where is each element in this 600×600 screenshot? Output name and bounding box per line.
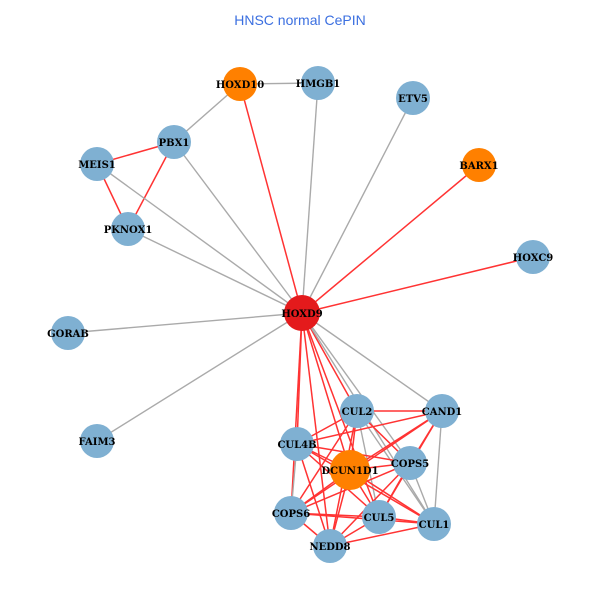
node-pknox1[interactable]: PKNOX1 bbox=[104, 212, 153, 246]
node-circle bbox=[51, 316, 85, 350]
node-circle bbox=[80, 424, 114, 458]
edge-hoxd9-etv5 bbox=[301, 97, 414, 314]
node-hoxd10[interactable]: HOXD10 bbox=[216, 67, 264, 101]
node-circle bbox=[301, 66, 335, 100]
node-circle bbox=[516, 240, 550, 274]
node-label: DCUN1D1 bbox=[321, 466, 378, 477]
node-label: CUL2 bbox=[342, 407, 373, 418]
edge-cul2-cops6 bbox=[290, 410, 358, 514]
node-meis1[interactable]: MEIS1 bbox=[78, 147, 116, 181]
node-circle bbox=[417, 507, 451, 541]
node-label: PBX1 bbox=[159, 138, 190, 149]
edge-hoxd9-meis1 bbox=[96, 163, 303, 314]
edge-hoxd9-hoxc9 bbox=[301, 256, 534, 314]
node-label: COPS5 bbox=[391, 459, 429, 470]
node-label: HOXD9 bbox=[281, 309, 322, 320]
edge-cul1-nedd8 bbox=[329, 523, 435, 547]
node-label: GORAB bbox=[47, 329, 89, 340]
node-cand1[interactable]: CAND1 bbox=[422, 394, 463, 428]
node-cops5[interactable]: COPS5 bbox=[391, 446, 429, 480]
node-circle bbox=[80, 147, 114, 181]
node-faim3[interactable]: FAIM3 bbox=[79, 424, 116, 458]
node-circle bbox=[157, 125, 191, 159]
edge-cand1-cul4b bbox=[296, 410, 443, 445]
node-label: BARX1 bbox=[459, 161, 498, 172]
node-circle bbox=[340, 394, 374, 428]
node-label: MEIS1 bbox=[78, 160, 116, 171]
node-cops6[interactable]: COPS6 bbox=[272, 496, 310, 530]
edge-hoxd9-cul2 bbox=[301, 312, 358, 412]
node-circle bbox=[362, 500, 396, 534]
node-circle bbox=[396, 81, 430, 115]
edge-hoxd9-dcun1d1 bbox=[301, 312, 351, 471]
chart-title: HNSC normal CePIN bbox=[234, 12, 366, 28]
node-cul2[interactable]: CUL2 bbox=[340, 394, 374, 428]
node-label: CUL1 bbox=[419, 520, 450, 531]
edge-hoxd9-cops6 bbox=[290, 312, 303, 514]
edge-hoxd9-pbx1 bbox=[173, 141, 303, 314]
edge-hoxd9-faim3 bbox=[96, 312, 303, 442]
node-circle bbox=[313, 529, 347, 563]
edge-hoxd9-cops5 bbox=[301, 312, 411, 464]
edge-hoxd9-hmgb1 bbox=[301, 82, 319, 314]
node-circle bbox=[280, 427, 314, 461]
node-label: HOXC9 bbox=[513, 253, 554, 264]
node-label: CAND1 bbox=[422, 407, 463, 418]
node-cul4b[interactable]: CUL4B bbox=[277, 427, 317, 461]
node-hoxd9[interactable]: HOXD9 bbox=[281, 295, 323, 331]
node-pbx1[interactable]: PBX1 bbox=[157, 125, 191, 159]
edge-hoxd9-nedd8 bbox=[301, 312, 331, 547]
node-label: HOXD10 bbox=[216, 80, 264, 91]
node-cul1[interactable]: CUL1 bbox=[417, 507, 451, 541]
node-label: CUL4B bbox=[277, 440, 316, 451]
node-label: ETV5 bbox=[398, 94, 428, 105]
node-circle bbox=[223, 67, 257, 101]
node-label: HMGB1 bbox=[296, 79, 340, 90]
node-cul5[interactable]: CUL5 bbox=[362, 500, 396, 534]
edge-hoxd9-gorab bbox=[67, 312, 303, 334]
node-gorab[interactable]: GORAB bbox=[47, 316, 89, 350]
node-label: COPS6 bbox=[272, 509, 310, 520]
node-circle bbox=[330, 450, 370, 490]
edge-hoxd9-cand1 bbox=[301, 312, 443, 412]
node-hmgb1[interactable]: HMGB1 bbox=[296, 66, 340, 100]
node-hoxc9[interactable]: HOXC9 bbox=[513, 240, 554, 274]
node-nedd8[interactable]: NEDD8 bbox=[309, 529, 351, 563]
node-label: FAIM3 bbox=[79, 437, 116, 448]
edge-hoxd9-barx1 bbox=[301, 164, 480, 314]
node-circle bbox=[393, 446, 427, 480]
edge-cul4b-nedd8 bbox=[296, 443, 331, 547]
node-label: CUL5 bbox=[364, 513, 395, 524]
node-circle bbox=[274, 496, 308, 530]
node-barx1[interactable]: BARX1 bbox=[459, 148, 499, 182]
edge-hoxd9-pknox1 bbox=[127, 228, 303, 314]
node-label: NEDD8 bbox=[309, 542, 350, 553]
edge-cul4b-cul1 bbox=[296, 443, 435, 525]
node-circle bbox=[284, 295, 320, 331]
node-label: PKNOX1 bbox=[104, 225, 153, 236]
node-circle bbox=[111, 212, 145, 246]
edge-cand1-cul1 bbox=[433, 410, 443, 525]
node-etv5[interactable]: ETV5 bbox=[396, 81, 430, 115]
node-dcun1d1[interactable]: DCUN1D1 bbox=[321, 450, 379, 490]
node-circle bbox=[462, 148, 496, 182]
node-circle bbox=[425, 394, 459, 428]
edge-hoxd9-hoxd10 bbox=[239, 83, 303, 314]
